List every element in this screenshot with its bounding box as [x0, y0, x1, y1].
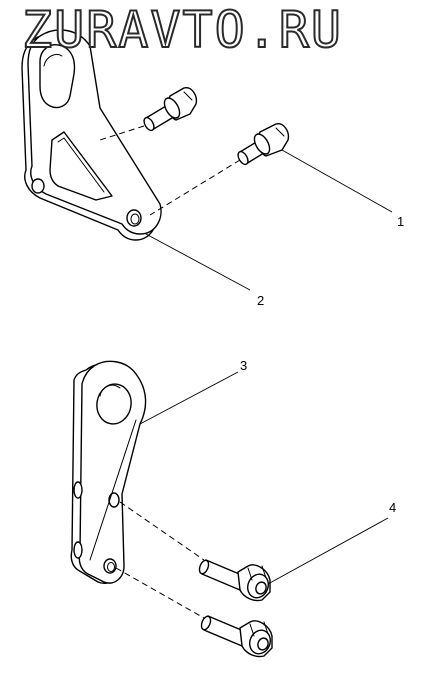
alignment-line — [119, 501, 205, 561]
upper-bolt-left — [143, 87, 198, 132]
leader-line — [267, 517, 389, 585]
callout-1: 1 — [397, 214, 404, 229]
leader-line — [281, 149, 393, 213]
leader-line — [145, 233, 251, 291]
upper-bracket — [21, 29, 162, 241]
upper-bolt-right — [237, 123, 290, 166]
leader-line — [139, 371, 239, 425]
callout-3: 3 — [240, 358, 247, 373]
alignment-line — [99, 125, 145, 141]
alignment-line — [149, 159, 241, 216]
alignment-line — [115, 567, 205, 619]
lower-bracket — [70, 360, 147, 584]
callout-4: 4 — [389, 500, 396, 515]
lower-bolt-lower — [200, 615, 273, 658]
lower-bolt-upper — [198, 559, 271, 602]
callout-2: 2 — [257, 293, 264, 308]
